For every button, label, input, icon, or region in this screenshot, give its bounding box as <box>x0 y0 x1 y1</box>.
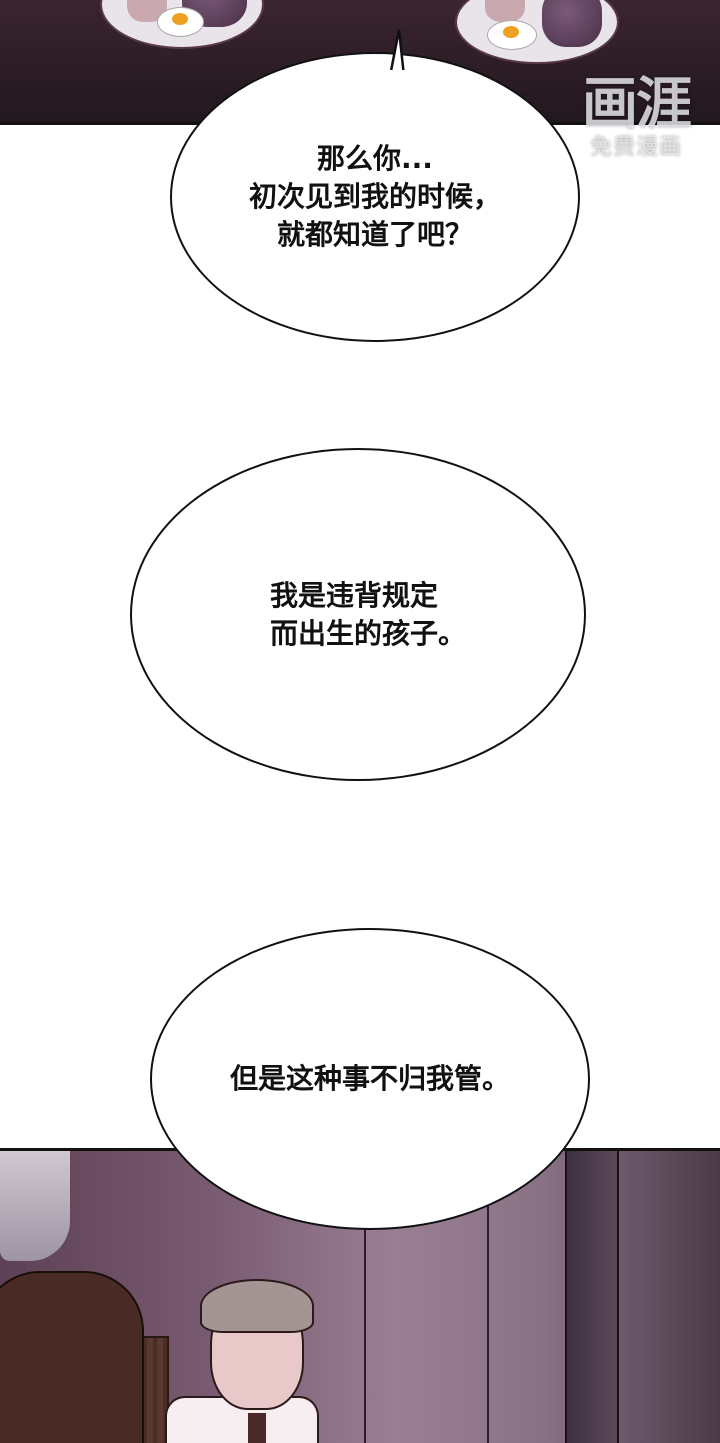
food-egg <box>487 20 537 50</box>
food-sausage <box>127 0 167 22</box>
food-egg <box>157 7 204 37</box>
wall-edge <box>364 1151 366 1443</box>
watermark-tagline: 免费漫画 <box>589 135 682 160</box>
character-woman-back <box>0 1271 144 1443</box>
character-man-tie <box>248 1413 266 1443</box>
egg-yolk <box>172 13 188 25</box>
speech-bubble-1: 那么你... 初次见到我的时候， 就都知道了吧？ <box>170 52 580 342</box>
speech-bubble-2: 我是违背规定 而出生的孩子。 <box>130 448 586 781</box>
egg-yolk <box>503 26 519 38</box>
speech-text: 我是违背规定 而出生的孩子。 <box>269 578 466 650</box>
plate-left <box>100 0 264 49</box>
watermark: 画涯 免费漫画 <box>582 72 692 161</box>
bubble-tail <box>388 29 406 78</box>
speech-bubble-3: 但是这种事不归我管。 <box>150 928 590 1230</box>
food-sausage <box>485 0 525 22</box>
character-woman-hair <box>0 1151 70 1261</box>
watermark-brand: 画涯 <box>582 72 692 137</box>
speech-text: 那么你... 初次见到我的时候， 就都知道了吧？ <box>248 142 501 251</box>
bottom-panel-room-scene <box>0 1148 720 1443</box>
food-beans <box>542 0 602 47</box>
character-man-hair <box>200 1279 314 1333</box>
speech-text: 但是这种事不归我管。 <box>229 1062 510 1095</box>
wall-edge <box>487 1151 489 1443</box>
door-frame <box>565 1151 619 1443</box>
plate-right <box>455 0 619 64</box>
